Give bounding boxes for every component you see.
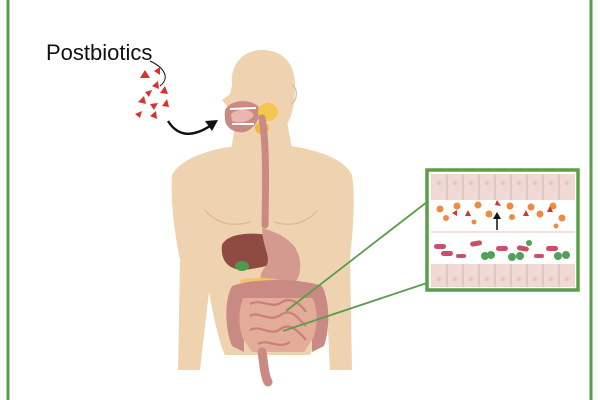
outer-frame [6, 0, 593, 400]
inset-frame [425, 168, 580, 292]
stomach [260, 228, 301, 291]
oral-cavity [225, 101, 260, 133]
callout-line-lower [282, 282, 428, 332]
intestinal-lining-inset [428, 171, 578, 290]
postbiotic-particles [135, 67, 169, 119]
callout-line-upper [285, 201, 428, 312]
gut-bacteria [434, 240, 570, 261]
postbiotic-particles-inset [436, 200, 566, 229]
esophagus [258, 114, 270, 229]
absorption-arrowhead [493, 212, 501, 219]
small-intestine-fill [239, 298, 317, 352]
gallbladder [235, 261, 249, 271]
ingestion-arrow [166, 120, 214, 135]
rectum [257, 347, 273, 387]
label-leader-line [149, 60, 166, 87]
postbiotics-label: Postbiotics [46, 40, 152, 65]
ingestion-arrowhead [205, 120, 218, 131]
